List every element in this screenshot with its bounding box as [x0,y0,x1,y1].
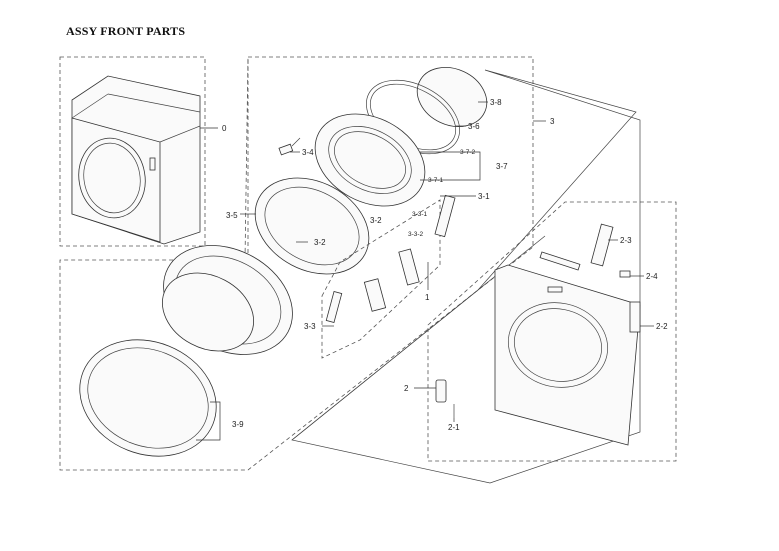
door-outer-ring-part [161,245,293,355]
bracket-part [590,223,614,267]
label-3-1: 3-1 [478,192,490,201]
strip-part [539,251,581,271]
group-boundary-0 [59,56,206,247]
door-ring-part [254,177,370,275]
door-outer-glass-inner [87,347,209,449]
door-outer-glass-part [79,339,217,457]
front-panel-part [494,264,641,446]
background-plane [291,69,641,484]
label-3-5: 3-5 [226,211,238,220]
door-frame-inner-part [314,113,426,207]
switch-part [435,379,447,403]
label-3-3-1: 3-3-1 [412,211,428,218]
label-2-4: 2-4 [646,272,658,281]
hinge-assembly-part [321,194,456,359]
label-3-7-1: 3-7-1 [428,177,444,184]
label-3-9: 3-9 [232,420,244,429]
page-title: ASSY FRONT PARTS [66,24,186,38]
label-3-4: 3-4 [302,148,314,157]
label-3-6: 3-6 [468,122,480,131]
leader-3-9 [196,401,221,441]
label-3-2-top: 3-2 [370,216,382,225]
label-3-8: 3-8 [490,98,502,107]
door-glass-part [416,67,488,127]
label-3-7-2: 3-7-2 [460,149,476,156]
leader-3-7 [420,151,481,181]
label-3-3-2: 3-3-2 [408,231,424,238]
washer-cabinet-part [71,75,201,245]
clip-part [619,270,631,278]
label-3-3: 3-3 [304,322,316,331]
label-2: 2 [404,384,409,393]
label-2-2: 2-2 [656,322,668,331]
label-0: 0 [222,124,227,133]
label-2-1: 2-1 [448,423,460,432]
label-3-2-bottom: 3-2 [314,238,326,247]
hinge-small-part [278,137,301,156]
label-1: 1 [425,293,430,302]
label-3-7: 3-7 [496,162,508,171]
label-3: 3 [550,117,555,126]
label-2-3: 2-3 [620,236,632,245]
